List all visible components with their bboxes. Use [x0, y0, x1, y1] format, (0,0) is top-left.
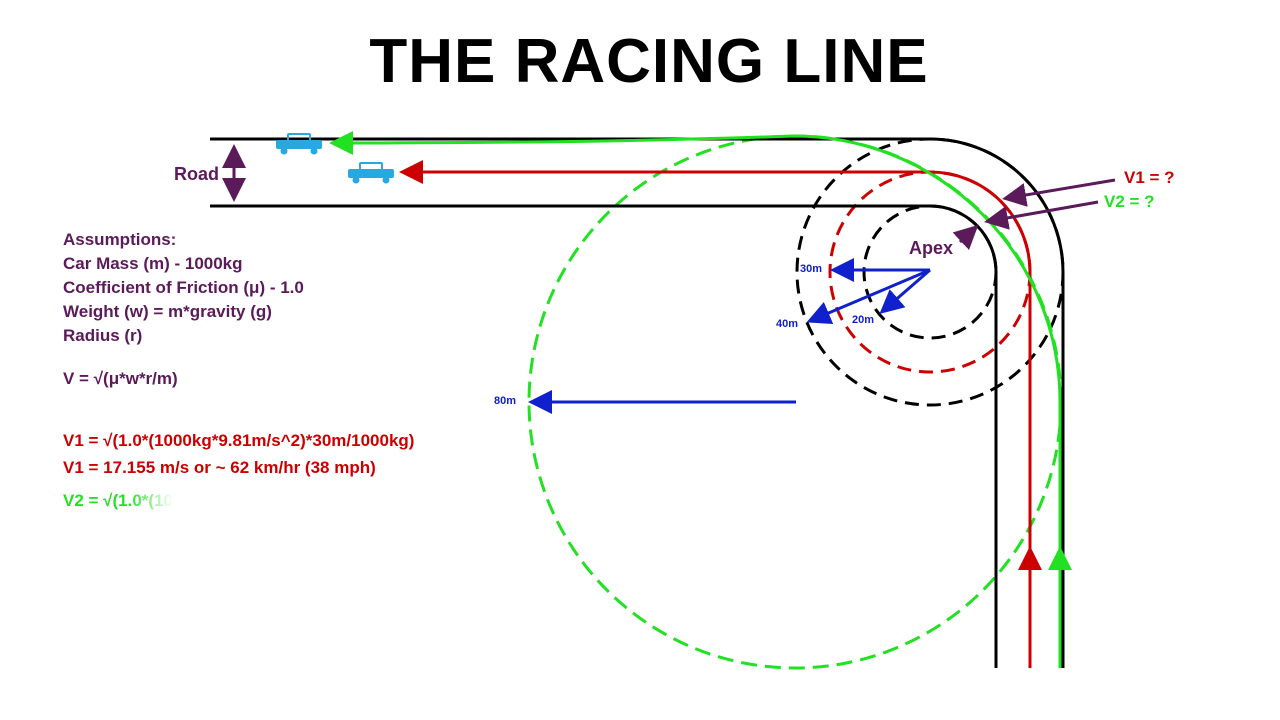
v1-label: V1 = ? — [1124, 168, 1175, 187]
car-icon-red-line — [348, 162, 394, 184]
assumption-item: Car Mass (m) - 1000kg — [63, 254, 243, 273]
red-driving-line — [399, 160, 1032, 668]
page-title: THE RACING LINE — [369, 27, 929, 96]
assumption-item: Radius (r) — [63, 326, 143, 345]
assumption-item: Coefficient of Friction (μ) - 1.0 — [63, 278, 304, 297]
apex-label: Apex — [909, 238, 954, 258]
apex-pointer-arrow — [952, 224, 979, 251]
radius-80m-label: 80m — [494, 395, 517, 407]
v2-calculation-partial: V2 = √(1.0*(10 — [63, 491, 173, 510]
assumption-item: Weight (w) = m*gravity (g) — [63, 302, 272, 321]
v1-calculation: V1 = √(1.0*(1000kg*9.81m/s^2)*30m/1000kg… — [63, 431, 415, 450]
v2-pointer-arrow — [984, 200, 1099, 230]
radius-20m-arrow — [879, 268, 931, 314]
radius-40m-label: 40m — [776, 318, 799, 330]
car-icon-green-line — [276, 133, 322, 155]
v1-result: V1 = 17.155 m/s or ~ 62 km/hr (38 mph) — [63, 458, 376, 477]
v2-label: V2 = ? — [1104, 192, 1155, 211]
road-label: Road — [174, 164, 219, 184]
velocity-formula: V = √(μ*w*r/m) — [63, 369, 178, 388]
assumptions-heading: Assumptions: — [63, 230, 177, 249]
radius-20m-label: 20m — [852, 314, 875, 326]
v1-pointer-arrow — [1002, 178, 1116, 207]
radius-40m-arrow — [806, 268, 931, 325]
green-racing-line — [329, 130, 1062, 668]
road-outer-edge — [210, 137, 1065, 668]
radius-30m-label: 30m — [800, 263, 823, 275]
